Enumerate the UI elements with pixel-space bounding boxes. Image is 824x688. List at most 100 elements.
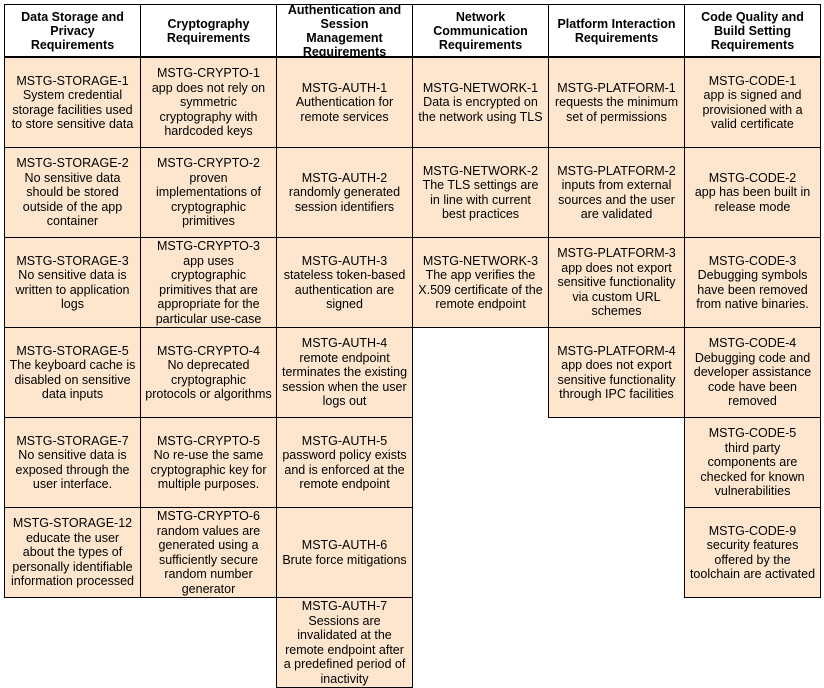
- requirement-text: The TLS settings are in line with curren…: [422, 178, 539, 221]
- requirement-text: Brute force mitigations: [282, 552, 407, 567]
- requirement-text: Sessions are invalidated at the remote e…: [283, 613, 406, 686]
- requirement-id: MSTG-AUTH-7: [301, 599, 388, 613]
- column-header: Platform Interaction Requirements: [548, 4, 685, 57]
- requirement-text: System credential storage facilities use…: [11, 88, 134, 131]
- requirement-id: MSTG-STORAGE-3: [16, 253, 129, 268]
- requirement-id: MSTG-NETWORK-2: [422, 163, 539, 178]
- requirement-id: MSTG-AUTH-1: [301, 80, 388, 95]
- column-header: Authentication and Session Management Re…: [276, 3, 413, 59]
- column-header: Code Quality and Build Setting Requireme…: [684, 4, 821, 57]
- requirement-id: MSTG-CRYPTO-1: [156, 66, 261, 81]
- requirement-text: inputs from external sources and the use…: [558, 178, 675, 221]
- requirement-text: The keyboard cache is disabled on sensit…: [9, 358, 136, 401]
- column-header: Data Storage and Privacy Requirements: [4, 4, 141, 57]
- requirement-id: MSTG-AUTH-5: [301, 433, 388, 448]
- requirement-id: MSTG-STORAGE-5: [16, 343, 129, 358]
- requirement-id: MSTG-CODE-3: [708, 253, 797, 268]
- requirement-text: educate the user about the types of pers…: [11, 530, 134, 589]
- requirement-id: MSTG-AUTH-6: [301, 538, 388, 552]
- requirement-id: MSTG-CODE-9: [708, 523, 797, 538]
- requirement-text: Debugging symbols have been removed from…: [696, 268, 809, 311]
- requirement-text: No sensitive data is written to applicat…: [15, 268, 130, 311]
- requirement-text: stateless token-based authentication are…: [283, 268, 406, 311]
- requirement-text: remote endpoint terminates the existing …: [281, 350, 408, 409]
- requirement-id: MSTG-STORAGE-7: [16, 433, 129, 448]
- requirement-text: app does not rely on symmetric cryptogra…: [151, 80, 266, 139]
- requirement-id: MSTG-CODE-5: [708, 426, 797, 441]
- requirement-text: app is signed and provisioned with a val…: [702, 88, 803, 131]
- requirement-id: MSTG-CRYPTO-6: [156, 509, 261, 523]
- requirement-text: The app verifies the X.509 certificate o…: [418, 268, 543, 311]
- requirement-id: MSTG-CODE-1: [708, 73, 797, 88]
- requirement-id: MSTG-PLATFORM-4: [557, 343, 676, 358]
- requirement-text: No sensitive data should be stored outsi…: [22, 170, 123, 229]
- requirement-text: random values are generated using a suff…: [156, 523, 261, 596]
- requirement-id: MSTG-CRYPTO-3: [156, 239, 261, 253]
- requirement-id: MSTG-PLATFORM-1: [557, 80, 676, 95]
- requirement-text: No re-use the same cryptographic key for…: [150, 448, 267, 491]
- requirement-text: third party components are checked for k…: [700, 440, 805, 499]
- requirement-id: MSTG-CRYPTO-5: [156, 433, 261, 448]
- column-header: Network Communication Requirements: [412, 4, 549, 57]
- requirement-text: app uses cryptographic primitives that a…: [155, 253, 262, 326]
- requirement-id: MSTG-PLATFORM-2: [557, 163, 676, 178]
- requirement-id: MSTG-AUTH-4: [301, 336, 388, 351]
- requirement-text: Authentication for remote services: [295, 95, 394, 124]
- requirement-text: Debugging code and developer assistance …: [693, 350, 812, 409]
- requirement-id: MSTG-STORAGE-2: [16, 156, 129, 171]
- requirement-id: MSTG-CODE-2: [708, 170, 797, 185]
- requirement-id: MSTG-AUTH-2: [301, 170, 388, 185]
- requirement-id: MSTG-PLATFORM-3: [557, 246, 676, 261]
- requirement-text: security features offered by the toolcha…: [689, 538, 816, 581]
- requirement-text: Data is encrypted on the network using T…: [418, 95, 543, 124]
- requirement-text: randomly generated session identifiers: [288, 185, 401, 214]
- requirement-id: MSTG-NETWORK-3: [422, 253, 539, 268]
- requirement-text: No sensitive data is exposed through the…: [15, 448, 130, 491]
- requirement-id: MSTG-STORAGE-12: [12, 516, 133, 531]
- requirement-text: app has been built in release mode: [694, 185, 811, 214]
- requirement-id: MSTG-CRYPTO-2: [156, 156, 261, 171]
- requirement-text: app does not export sensitive functional…: [557, 358, 676, 401]
- requirement-id: MSTG-CODE-4: [708, 336, 797, 351]
- column-header: Cryptography Requirements: [140, 4, 277, 57]
- requirement-text: No deprecated cryptographic protocols or…: [145, 358, 272, 401]
- requirement-id: MSTG-STORAGE-1: [16, 73, 129, 88]
- requirement-id: MSTG-AUTH-3: [301, 253, 388, 268]
- requirement-text: requests the minimum set of permissions: [555, 95, 678, 124]
- requirement-id: MSTG-NETWORK-1: [422, 80, 539, 95]
- requirement-id: MSTG-CRYPTO-4: [156, 343, 261, 358]
- requirement-text: app does not export sensitive functional…: [557, 260, 676, 319]
